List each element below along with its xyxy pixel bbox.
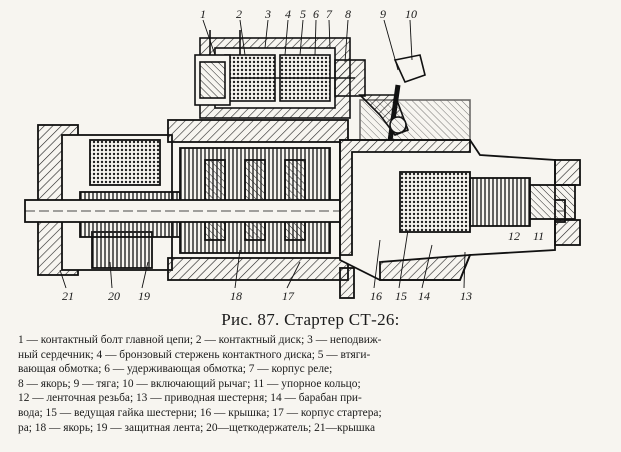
legend-line: 1 — контактный болт главной цепи; 2 — ко… bbox=[18, 334, 382, 346]
legend-line: ра; 18 — якорь; 19 — защитная лента; 20—… bbox=[18, 421, 376, 434]
legend-line: 8 — якорь; 9 — тяга; 10 — включающий рыч… bbox=[18, 377, 361, 390]
legend-line: ный сердечник; 4 — бронзовый стержень ко… bbox=[18, 348, 371, 361]
callout-5: 5 bbox=[300, 7, 306, 21]
callout-14: 14 bbox=[418, 289, 430, 303]
callout-1: 1 bbox=[200, 7, 206, 21]
callout-16: 16 bbox=[370, 289, 382, 303]
callout-12: 12 bbox=[508, 229, 520, 243]
starter-cross-section-drawing: 1 2 3 4 5 6 7 8 9 10 11 12 13 14 15 16 1… bbox=[24, 7, 581, 303]
callout-8: 8 bbox=[345, 7, 351, 21]
legend-line: 12 — ленточная резьба; 13 — приводная ше… bbox=[18, 392, 362, 405]
legend-line: вающая обмотка; 6 — удерживающая обмотка… bbox=[18, 363, 333, 376]
leader-lines bbox=[59, 19, 466, 289]
callout-4: 4 bbox=[285, 7, 291, 21]
callout-19: 19 bbox=[138, 289, 150, 303]
callout-20: 20 bbox=[108, 289, 120, 303]
callout-3: 3 bbox=[264, 7, 271, 21]
callout-10: 10 bbox=[405, 7, 417, 21]
figure-legend: 1 — контактный болт главной цепи; 2 — ко… bbox=[18, 333, 606, 435]
relay-assembly bbox=[194, 30, 366, 119]
callout-2: 2 bbox=[236, 7, 242, 21]
callout-21: 21 bbox=[62, 289, 74, 303]
callout-11: 11 bbox=[533, 229, 544, 243]
callout-17: 17 bbox=[282, 289, 295, 303]
callout-18: 18 bbox=[230, 289, 242, 303]
callout-9: 9 bbox=[380, 7, 386, 21]
callout-15: 15 bbox=[395, 289, 407, 303]
callout-labels: 1 2 3 4 5 6 7 8 9 10 11 12 13 14 15 16 1… bbox=[62, 7, 544, 303]
callout-7: 7 bbox=[326, 7, 333, 21]
figure-caption: Рис. 87. Стартер СТ-26: bbox=[221, 310, 400, 329]
callout-13: 13 bbox=[460, 289, 472, 303]
starter-housing bbox=[24, 119, 581, 299]
legend-line: вода; 15 — ведущая гайка шестерни; 16 — … bbox=[18, 406, 382, 419]
callout-6: 6 bbox=[313, 7, 319, 21]
